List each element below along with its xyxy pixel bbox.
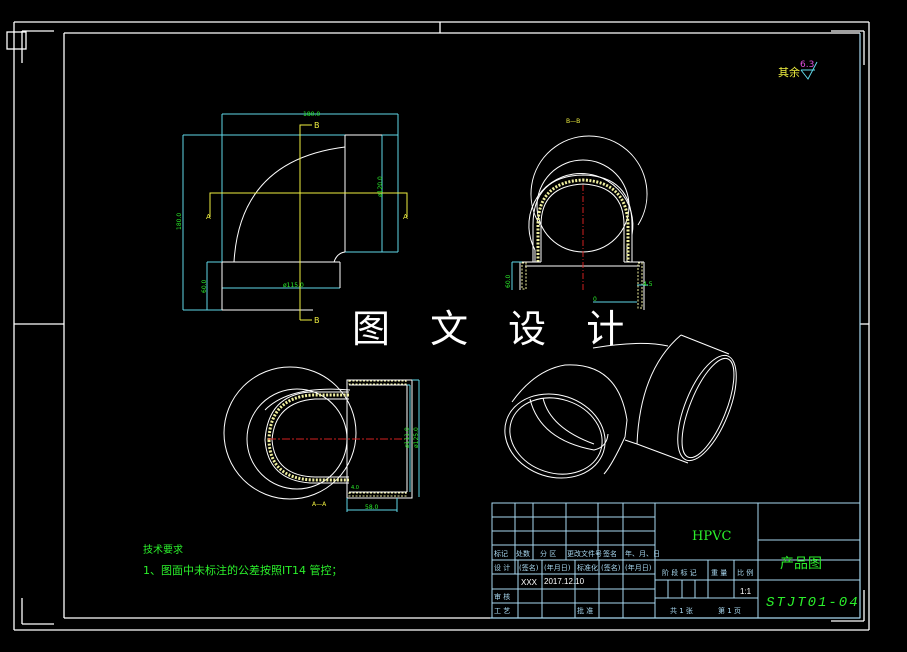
tb-sheet-number: 第 1 页 [718,606,741,615]
title-block-grid [491,502,861,619]
section-bb-label: B—B [566,118,580,125]
title-block-text: 标记 处数 分 区 更改文件号 签名 年、月、日 设 计 (签名) (年月日) … [494,529,860,615]
tb-drawing-name: 产品图 [780,556,822,572]
tb-design-date: (年月日) [544,563,571,572]
tb-design-date-value: 2017.12.10 [544,577,585,586]
section-marker-a-left: A [206,213,211,221]
dim-overall-width: 180.0 [303,111,320,118]
tb-stage-label: 阶 段 标 记 [662,568,697,577]
tb-header-zone: 分 区 [540,549,556,558]
roughness-label: 其余 [778,65,800,79]
dim-overall-height: 180.0 [176,213,183,230]
tb-header-count: 处数 [516,549,530,558]
section-marker-b-top: B [314,121,320,130]
tb-approve-label: 批 准 [577,606,593,615]
tb-header-sign: 签名 [603,549,617,558]
dim-aa-outer: ø125.0 [413,427,420,448]
tb-design-sign: (签名) [519,563,539,572]
tb-total-sheets: 共 1 张 [670,606,693,615]
roughness-value: 6.3 [800,60,814,70]
watermark-text: 图 文 设 计 [352,307,638,351]
section-view-bb: B—B 60.0 4.5 0 [505,118,653,310]
tb-standard-sign: (签名) [601,563,621,572]
dim-aa-small: 4.0 [351,485,359,491]
front-view: B B A A 180.0 180.0 ø120.0 60.0 ø115.0 [176,111,408,325]
tb-design-label: 设 计 [494,563,510,572]
tb-designer-name: XXX [521,578,538,587]
tb-drawing-number: STJT01-04 [766,595,860,611]
technical-requirements: 技术要求 1、图面中未标注的公差按照IT14 管控； [143,543,342,577]
section-aa-label: A—A [312,501,327,508]
dim-socket-depth: 60.0 [201,279,208,293]
tech-req-item-1: 1、图面中未标注的公差按照IT14 管控； [143,563,342,577]
tb-header-date: 年、月、日 [625,549,660,558]
surface-roughness-symbol: 其余 6.3 [778,60,818,80]
tb-standard-date: (年月日) [625,563,652,572]
tb-header-mark: 标记 [494,549,508,558]
section-marker-b-bottom: B [314,316,320,325]
dim-outlet-diameter: ø120.0 [377,176,384,197]
dim-bb-depth: 60.0 [505,274,512,288]
dim-bb-thickness: 4.5 [643,281,653,288]
tb-scale-label: 比 例 [737,568,753,577]
tb-standard-label: 标准化 [577,563,598,572]
dim-inner-diameter: ø115.0 [283,282,304,289]
isometric-view [504,334,737,479]
tech-req-title: 技术要求 [143,543,183,556]
dim-aa-inner: ø111.0 [404,427,411,448]
section-marker-a-right: A [403,213,408,221]
dim-bb-bottom: 0 [593,296,597,303]
tb-process-label: 工 艺 [494,607,510,615]
section-view-aa: ø111.0 ø125.0 58.0 4.0 A—A [223,366,420,512]
tb-material: HPVC [692,529,731,544]
tb-review-label: 审 核 [494,592,510,601]
tb-weight-label: 重 量 [711,569,727,577]
dim-aa-length: 58.0 [365,504,379,511]
drawing-border [6,21,870,631]
tb-scale-value: 1:1 [740,587,752,596]
tb-header-change-doc: 更改文件号 [567,549,602,558]
